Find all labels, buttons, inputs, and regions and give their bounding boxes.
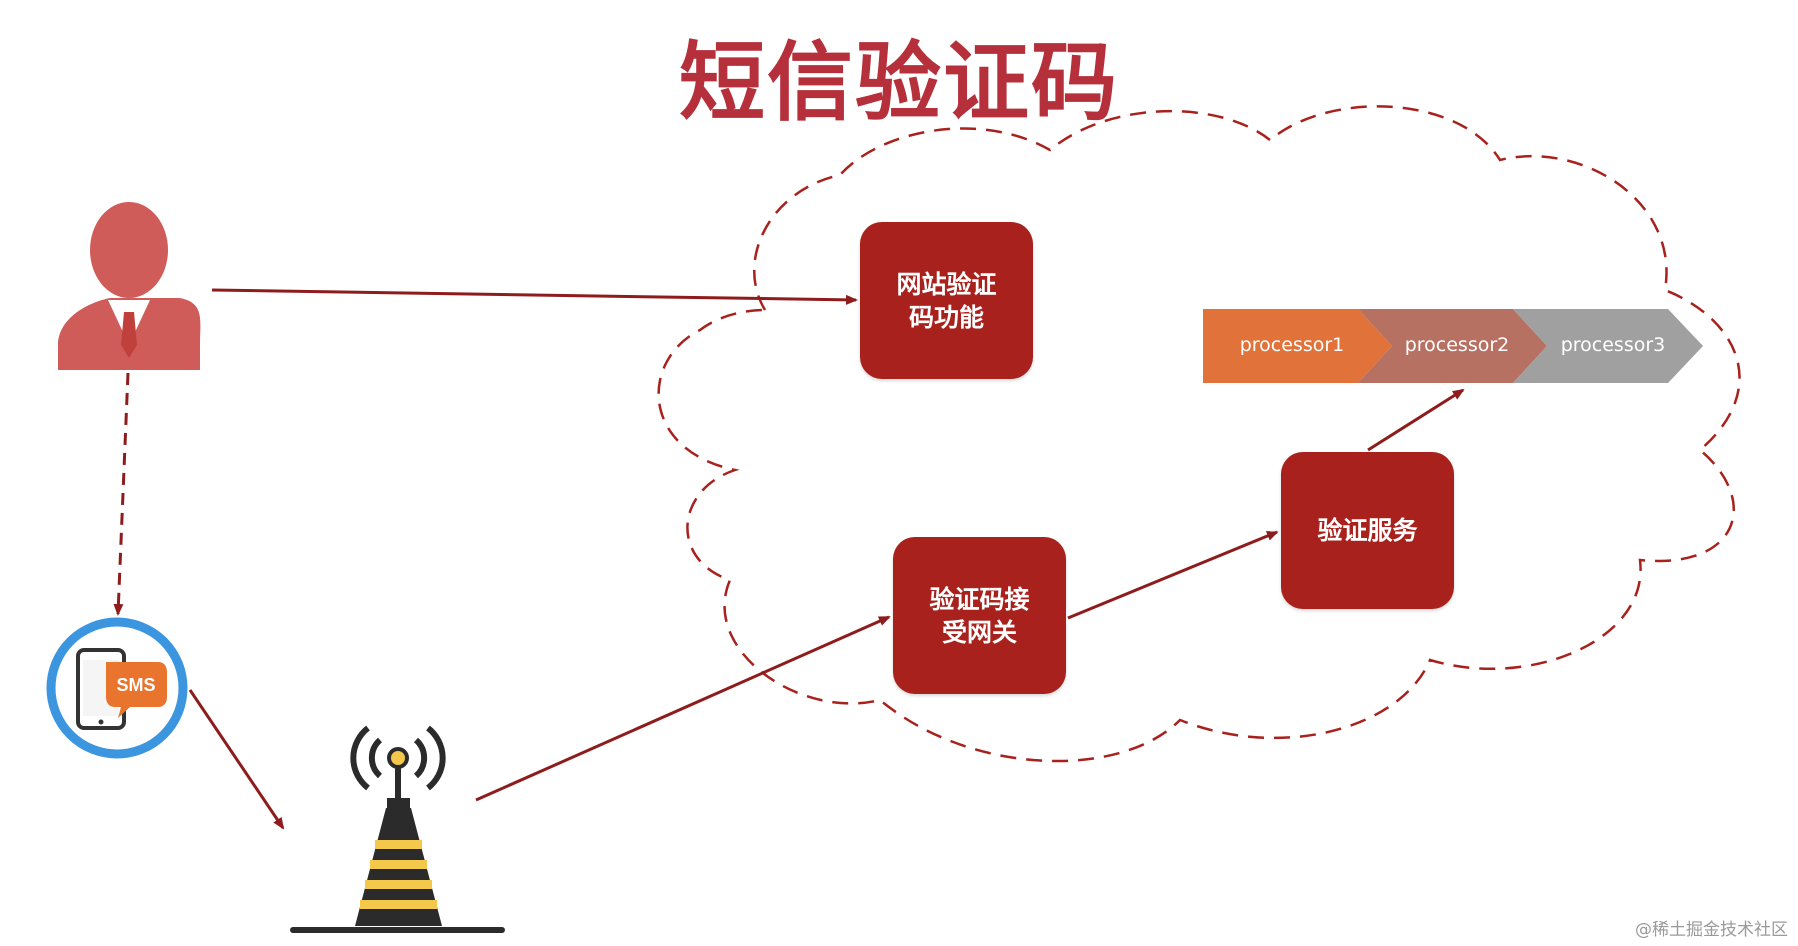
cloud-boundary: [657, 105, 1741, 763]
processor3-label: processor3: [1560, 334, 1666, 356]
sms-badge-text: SMS: [116, 675, 155, 695]
arrow-user-to-website: [211, 288, 858, 305]
cell-tower-icon: [290, 725, 505, 933]
processor-chain: [1203, 309, 1703, 383]
arrow-service-to-processors: [1367, 388, 1465, 452]
gateway-box: 验证码接受网关: [893, 537, 1066, 694]
connectors: [113, 288, 1465, 830]
processor1-chevron: [1203, 309, 1392, 383]
gateway-label: 验证码接受网关: [929, 584, 1030, 647]
phone-sms-icon: SMS: [46, 617, 188, 759]
processor1-label: processor1: [1239, 334, 1345, 356]
arrow-gateway-to-service: [1067, 530, 1279, 620]
diagram-title: 短信验证码: [679, 33, 1119, 133]
processor2-chevron: [1358, 309, 1547, 383]
arrow-phone-to-tower: [188, 689, 285, 830]
processor2-label: processor2: [1404, 334, 1510, 356]
verification-service-label: 验证服务: [1317, 516, 1418, 545]
verification-service-box: 验证服务: [1281, 452, 1454, 609]
website-verification-label: 网站验证码功能: [896, 269, 997, 332]
arrow-tower-to-gateway: [475, 615, 891, 802]
processor3-chevron: [1513, 309, 1703, 383]
person-icon: [58, 202, 201, 370]
website-verification-box: 网站验证码功能: [860, 222, 1033, 379]
arrow-user-to-phone: [113, 372, 130, 616]
watermark: @稀土掘金技术社区: [1635, 920, 1788, 940]
